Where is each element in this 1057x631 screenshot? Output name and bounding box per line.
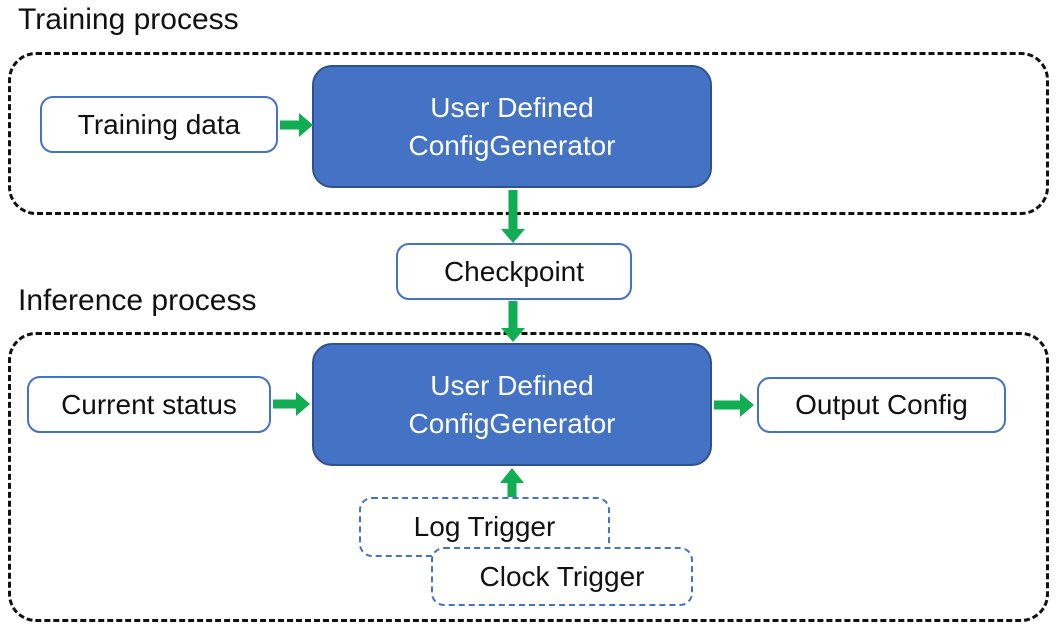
config-generator-training-line1: User Defined bbox=[430, 91, 594, 123]
config-generator-training-line2: ConfigGenerator bbox=[408, 129, 616, 161]
config-generator-box-inference: User Defined ConfigGenerator bbox=[312, 343, 712, 466]
config-generator-inference-line2: ConfigGenerator bbox=[408, 407, 616, 439]
training-data-box: Training data bbox=[40, 96, 278, 153]
training-container bbox=[8, 52, 1049, 215]
clock-trigger-box: Clock Trigger bbox=[431, 547, 693, 606]
checkpoint-box: Checkpoint bbox=[396, 243, 632, 300]
inference-process-label: Inference process bbox=[18, 284, 257, 317]
inference-container bbox=[8, 332, 1049, 622]
training-process-label: Training process bbox=[18, 3, 239, 36]
output-config-box: Output Config bbox=[757, 377, 1006, 433]
current-status-box: Current status bbox=[27, 376, 271, 433]
config-generator-box-training: User Defined ConfigGenerator bbox=[312, 65, 712, 188]
config-generator-inference-line1: User Defined bbox=[430, 369, 594, 401]
